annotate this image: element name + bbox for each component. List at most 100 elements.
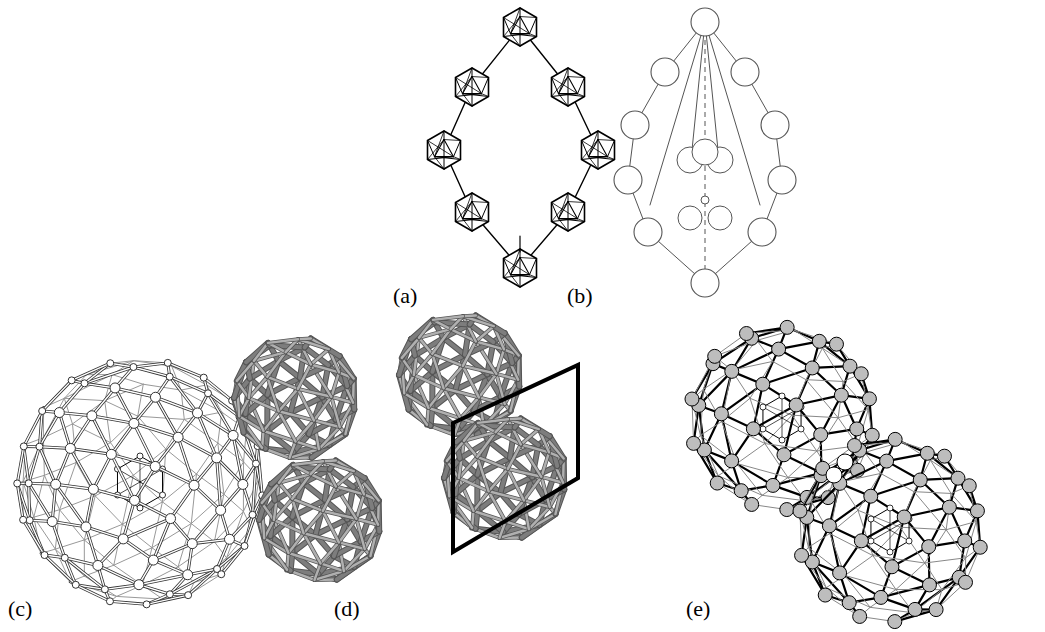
back-bond bbox=[138, 416, 185, 419]
cage-bond bbox=[806, 380, 843, 382]
cage-bond-shadow bbox=[432, 354, 463, 366]
cage-bond bbox=[323, 486, 336, 510]
icosahedron-edge bbox=[530, 275, 537, 278]
cage-bond-shadow bbox=[315, 563, 321, 579]
cage-bond-shadow bbox=[298, 364, 311, 388]
atom bbox=[678, 206, 702, 230]
front-bond bbox=[115, 388, 134, 423]
chain-link bbox=[692, 22, 705, 150]
cage-bond bbox=[762, 495, 806, 501]
icosahedron-edge bbox=[530, 18, 537, 34]
icosahedron-outline bbox=[552, 68, 585, 106]
cage-atom bbox=[685, 392, 699, 406]
front-bond-core bbox=[70, 448, 111, 454]
cage-atom bbox=[725, 454, 739, 468]
front-bond bbox=[84, 367, 133, 383]
front-bond bbox=[133, 367, 169, 377]
front-bond-core bbox=[123, 519, 170, 539]
atom bbox=[137, 505, 143, 511]
icosahedron-edge bbox=[520, 257, 536, 259]
cage-bond bbox=[311, 349, 329, 364]
atom bbox=[748, 218, 776, 246]
cage-bond bbox=[279, 361, 300, 378]
front-bond bbox=[86, 527, 123, 539]
cage-bond-shadow bbox=[336, 471, 354, 486]
cage-bond-shadow bbox=[521, 429, 539, 444]
icosahedron-edge bbox=[435, 131, 445, 157]
cage-bond bbox=[463, 316, 494, 326]
atom bbox=[93, 560, 103, 570]
icosahedron-edge bbox=[598, 140, 599, 169]
front-bond-core bbox=[192, 539, 229, 543]
cage-bond-shadow bbox=[289, 533, 304, 553]
cage-bond bbox=[765, 415, 792, 443]
cage-bond-shadow bbox=[433, 316, 463, 320]
atom bbox=[224, 534, 234, 544]
cage-atom bbox=[834, 388, 848, 402]
cage-bond-shadow bbox=[296, 420, 314, 441]
cage-bond bbox=[314, 397, 331, 421]
front-bond bbox=[115, 388, 155, 397]
atom bbox=[150, 392, 160, 402]
cage-atom bbox=[865, 428, 879, 442]
front-bond-core bbox=[92, 416, 111, 455]
cage-bond-shadow bbox=[541, 452, 549, 476]
cage-bond bbox=[292, 499, 323, 511]
cage-atom bbox=[814, 428, 828, 442]
cage-bond bbox=[402, 358, 414, 375]
cage-atom bbox=[862, 392, 876, 406]
cage-bond bbox=[356, 494, 364, 518]
cage-bond-shadow bbox=[524, 477, 541, 501]
atom bbox=[54, 408, 64, 418]
icosahedron-edge bbox=[117, 469, 118, 495]
cage-bond bbox=[314, 420, 340, 427]
cage-bond-shadow bbox=[264, 411, 279, 431]
icosahedron-edge bbox=[472, 201, 488, 203]
atom bbox=[238, 479, 248, 489]
atom bbox=[81, 522, 91, 532]
front-bond bbox=[170, 569, 217, 594]
atom bbox=[614, 166, 642, 194]
atom-chain bbox=[614, 8, 796, 297]
front-bond-core bbox=[135, 466, 156, 500]
icosahedron-edge bbox=[511, 34, 521, 46]
cage-bond bbox=[765, 444, 817, 451]
cage-bond bbox=[254, 361, 267, 377]
cage-bond bbox=[293, 461, 323, 465]
chain-link bbox=[705, 22, 718, 150]
front-bond-core bbox=[92, 416, 134, 424]
front-bond bbox=[111, 423, 134, 454]
back-bond bbox=[105, 401, 138, 417]
front-bond bbox=[86, 527, 98, 566]
front-bond bbox=[17, 446, 24, 483]
front-bond bbox=[76, 585, 110, 601]
cage-bond bbox=[521, 429, 539, 444]
icosahedron-edge bbox=[559, 219, 585, 222]
front-bond-core bbox=[29, 483, 53, 521]
icosahedron-edge bbox=[520, 17, 521, 46]
cage-bond bbox=[737, 444, 765, 464]
cage-bond bbox=[762, 478, 788, 496]
atom bbox=[130, 495, 140, 505]
icosahedra-chain bbox=[428, 8, 615, 287]
cage-bond bbox=[476, 326, 494, 341]
cage-atom bbox=[821, 491, 835, 505]
cage-bond-shadow bbox=[508, 419, 539, 429]
cage-bond bbox=[315, 563, 321, 579]
cage-bond-shadow bbox=[267, 377, 298, 389]
front-bond-core bbox=[59, 413, 70, 449]
front-bond bbox=[135, 500, 171, 518]
front-bond-core bbox=[217, 458, 221, 510]
atom bbox=[20, 443, 27, 450]
atom bbox=[708, 206, 732, 230]
front-bond bbox=[56, 448, 71, 484]
icosahedron-edge bbox=[463, 94, 473, 106]
cage-bond-shadow bbox=[254, 343, 268, 361]
front-bond-core bbox=[93, 454, 111, 489]
cage-bond-shadow bbox=[279, 389, 298, 411]
cage-bond bbox=[788, 451, 817, 477]
front-bond bbox=[204, 378, 232, 401]
cage-bond-shadow bbox=[331, 372, 339, 396]
front-bond-core bbox=[123, 500, 134, 539]
icosahedron-edge bbox=[444, 140, 445, 169]
